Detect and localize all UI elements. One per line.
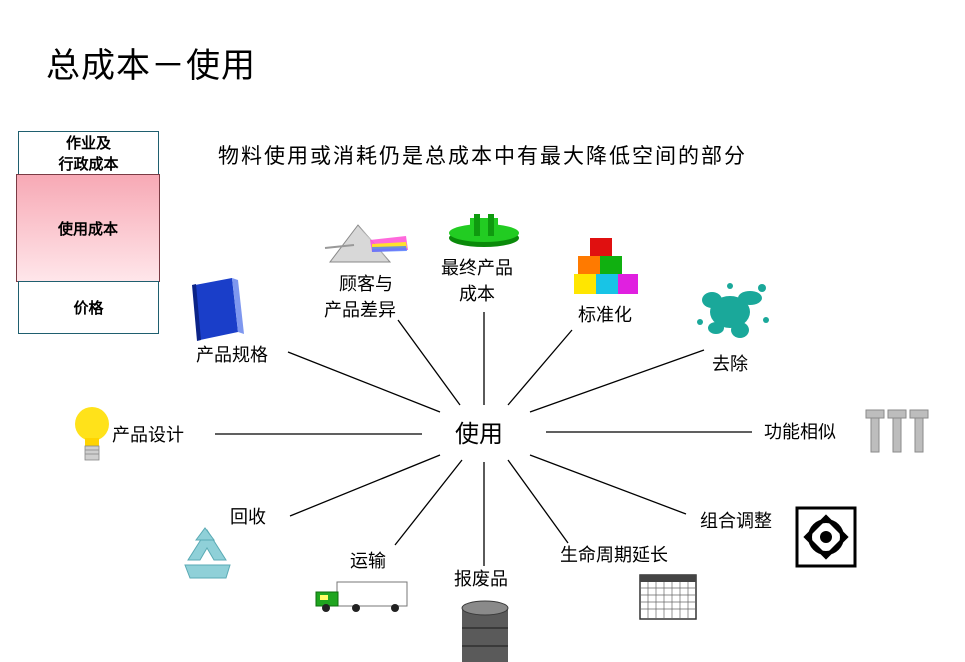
spoke-remove bbox=[529, 349, 705, 413]
spoke-transport bbox=[394, 459, 463, 546]
splash-icon bbox=[697, 283, 769, 338]
label-product-spec: 产品规格 bbox=[196, 345, 268, 366]
spoke-standardize bbox=[507, 329, 573, 406]
label-standardize: 标准化 bbox=[578, 305, 632, 326]
label-lifecycle: 生命周期延长 bbox=[560, 545, 668, 566]
stack-top-line2: 行政成本 bbox=[58, 155, 119, 173]
spoke-combine-adjust bbox=[529, 454, 687, 515]
stack-price: 价格 bbox=[18, 281, 159, 334]
truck-icon bbox=[315, 581, 408, 612]
spoke-lifecycle bbox=[507, 459, 569, 544]
label-combine-adjust: 组合调整 bbox=[700, 511, 772, 532]
label-similar-function: 功能相似 bbox=[764, 422, 836, 443]
screws-icon bbox=[865, 409, 929, 453]
knot-icon bbox=[795, 506, 857, 568]
label-product-design: 产品设计 bbox=[112, 425, 184, 446]
lightbulb-icon bbox=[75, 407, 109, 461]
cubes-icon bbox=[574, 238, 638, 294]
binder-icon bbox=[192, 278, 244, 341]
label-final-cost-line2: 成本 bbox=[459, 284, 495, 305]
page-title: 总成本－使用 bbox=[46, 46, 256, 86]
label-remove: 去除 bbox=[712, 354, 748, 375]
spoke-recycle bbox=[289, 454, 441, 517]
subtitle: 物料使用或消耗仍是总成本中有最大降低空间的部分 bbox=[218, 144, 747, 168]
label-transport: 运输 bbox=[350, 551, 386, 572]
barrel-icon bbox=[461, 600, 509, 662]
stack-operations-admin: 作业及 行政成本 bbox=[18, 131, 159, 177]
prism-icon bbox=[324, 224, 408, 263]
label-recycle: 回收 bbox=[230, 507, 266, 528]
label-customer-diff-line2: 产品差异 bbox=[324, 300, 396, 321]
stack-top-line1: 作业及 bbox=[65, 134, 111, 152]
calendar-icon bbox=[639, 574, 697, 620]
label-customer-diff: 顾客与 产品差异 bbox=[324, 272, 396, 324]
label-final-cost-line1: 最终产品 bbox=[441, 258, 513, 279]
label-final-cost: 最终产品 成本 bbox=[441, 256, 513, 308]
money-sign-icon bbox=[449, 214, 519, 247]
label-customer-diff-line1: 顾客与 bbox=[339, 274, 393, 295]
spoke-customer-diff bbox=[397, 319, 461, 406]
label-scrap: 报废品 bbox=[454, 569, 508, 590]
spoke-lines bbox=[215, 312, 752, 566]
spoke-product-spec bbox=[287, 351, 441, 413]
recycle-icon bbox=[184, 527, 231, 579]
hub-label: 使用 bbox=[455, 420, 503, 448]
